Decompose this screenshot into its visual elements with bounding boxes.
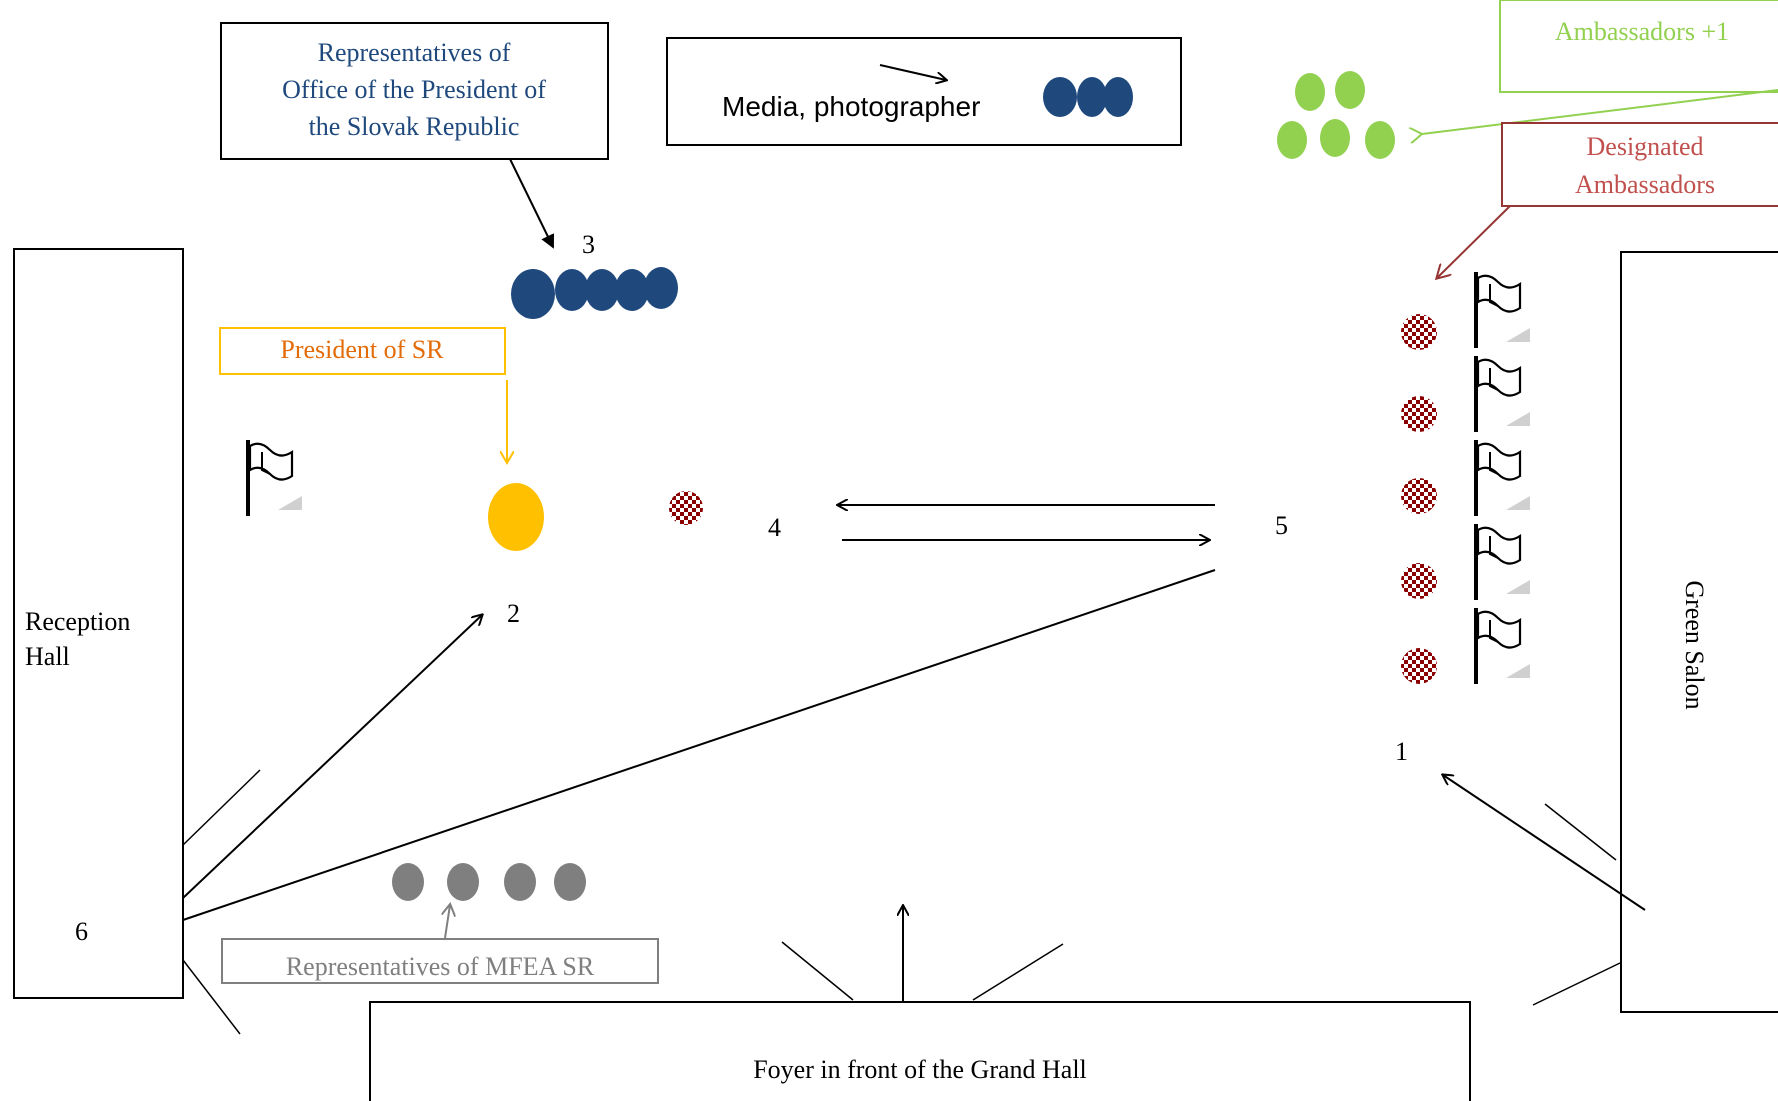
foyer-door-2	[972, 943, 1064, 1001]
flag-icon	[1474, 270, 1532, 350]
reception-hall-line1: Reception	[25, 607, 130, 636]
flag-icon	[246, 438, 304, 518]
media-box: Media, photographer	[666, 37, 1182, 146]
ambassadors-plus1-arrow	[1422, 89, 1778, 134]
checkered-person-icon	[1401, 648, 1437, 684]
green-person-icon	[1335, 71, 1365, 109]
green-person-icon	[1277, 121, 1307, 159]
position-1-label: 1	[1395, 737, 1408, 766]
navy-person-icon	[1103, 77, 1133, 117]
green-person-icon	[1320, 119, 1350, 157]
designated-ambassadors-line2: Ambassadors	[1575, 170, 1715, 199]
ambassadors-plus1-label: Ambassadors +1	[1555, 17, 1729, 46]
representatives-office-box: Representatives of Office of the Preside…	[220, 22, 609, 160]
gray-person-icon	[392, 863, 424, 901]
representatives-office-arrow	[509, 158, 555, 249]
checkered-person-icon	[1401, 396, 1437, 432]
designated-ambassadors-arrow	[1437, 205, 1511, 278]
navy-person-icon	[1077, 77, 1107, 117]
foyer-door-1	[781, 941, 854, 1001]
flag-icon	[1474, 354, 1532, 434]
mfea-box: Representatives of MFEA SR	[221, 938, 659, 984]
green-salon-label: Green Salon	[1680, 580, 1709, 709]
gray-person-icon	[504, 863, 536, 901]
mfea-arrow	[445, 905, 450, 939]
green-persons-group	[1277, 71, 1395, 159]
reception-door-2	[182, 959, 241, 1035]
path-6-to-2	[182, 615, 482, 899]
navy-person-icon	[644, 267, 678, 309]
navy-person-icon	[555, 269, 589, 311]
green-person-icon	[1295, 73, 1325, 111]
president-box: President of SR	[219, 327, 506, 375]
designated-ambassadors-column	[1401, 270, 1532, 686]
media-arrow	[879, 64, 946, 80]
mfea-representatives-row	[392, 863, 586, 901]
mfea-label: Representatives of MFEA SR	[286, 952, 595, 981]
flag-icon	[1474, 606, 1532, 686]
checkered-person-icon	[1401, 314, 1437, 350]
position-3-label: 3	[582, 230, 595, 259]
representatives-office-line1: Representatives of	[318, 38, 511, 67]
gray-person-icon	[447, 863, 479, 901]
navy-person-icon	[511, 269, 555, 319]
path-6-to-5	[182, 569, 1216, 921]
designated-ambassadors-box: Designated Ambassadors	[1501, 122, 1778, 207]
navy-person-icon	[585, 269, 619, 311]
flag-icon	[1474, 438, 1532, 518]
foyer: Foyer in front of the Grand Hall	[369, 1001, 1471, 1101]
position-6-label: 6	[75, 917, 88, 946]
navy-person-icon	[615, 269, 649, 311]
position-5-label: 5	[1275, 511, 1288, 540]
representatives-office-line2: Office of the President of	[282, 75, 546, 104]
president-label: President of SR	[280, 335, 444, 364]
ambassadors-plus1-box: Ambassadors +1	[1499, 0, 1778, 93]
flag-icon	[1474, 522, 1532, 602]
green-salon-door-2	[1532, 962, 1621, 1006]
representatives-office-line3: the Slovak Republic	[309, 112, 520, 141]
reception-door-1	[182, 769, 261, 846]
checkered-person-icon	[1401, 563, 1437, 599]
media-label: Media, photographer	[722, 91, 980, 122]
gray-person-icon	[554, 863, 586, 901]
position-4-label: 4	[768, 513, 781, 542]
navy-person-icon	[1043, 77, 1077, 117]
position-2-label: 2	[507, 599, 520, 628]
reception-hall-line2: Hall	[25, 642, 70, 671]
green-salon-door-1	[1544, 803, 1617, 861]
navy-representatives-row	[511, 267, 678, 319]
checkered-person-icon	[1401, 478, 1437, 514]
checkered-person-icon	[669, 491, 703, 525]
green-person-icon	[1365, 121, 1395, 159]
entry-arrow-to-1	[1443, 775, 1646, 911]
president-icon	[488, 483, 544, 551]
green-salon: Green Salon	[1620, 251, 1778, 1013]
reception-hall: Reception Hall 6	[13, 248, 184, 999]
designated-ambassadors-line1: Designated	[1587, 132, 1704, 161]
foyer-label: Foyer in front of the Grand Hall	[753, 1055, 1087, 1084]
